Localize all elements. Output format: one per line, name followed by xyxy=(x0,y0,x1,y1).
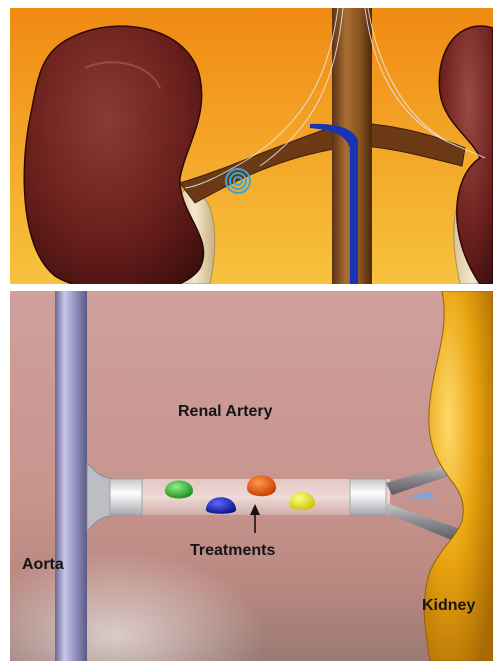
renal-artery-label: Renal Artery xyxy=(178,403,273,421)
kidney-anatomy-graphic xyxy=(10,8,493,284)
treatment-diagram-graphic xyxy=(10,291,493,661)
kidney-label: Kidney xyxy=(422,597,475,615)
stent-band-right xyxy=(350,479,386,515)
treatment-diagram: Renal Artery Treatments Aorta Kidney xyxy=(10,291,493,661)
aorta-vessel xyxy=(55,291,87,661)
aorta-label: Aorta xyxy=(22,556,64,574)
left-kidney xyxy=(24,26,203,284)
treatments-label: Treatments xyxy=(190,542,275,560)
stent-band-left xyxy=(110,479,142,515)
kidney-anatomy-illustration xyxy=(10,8,493,284)
